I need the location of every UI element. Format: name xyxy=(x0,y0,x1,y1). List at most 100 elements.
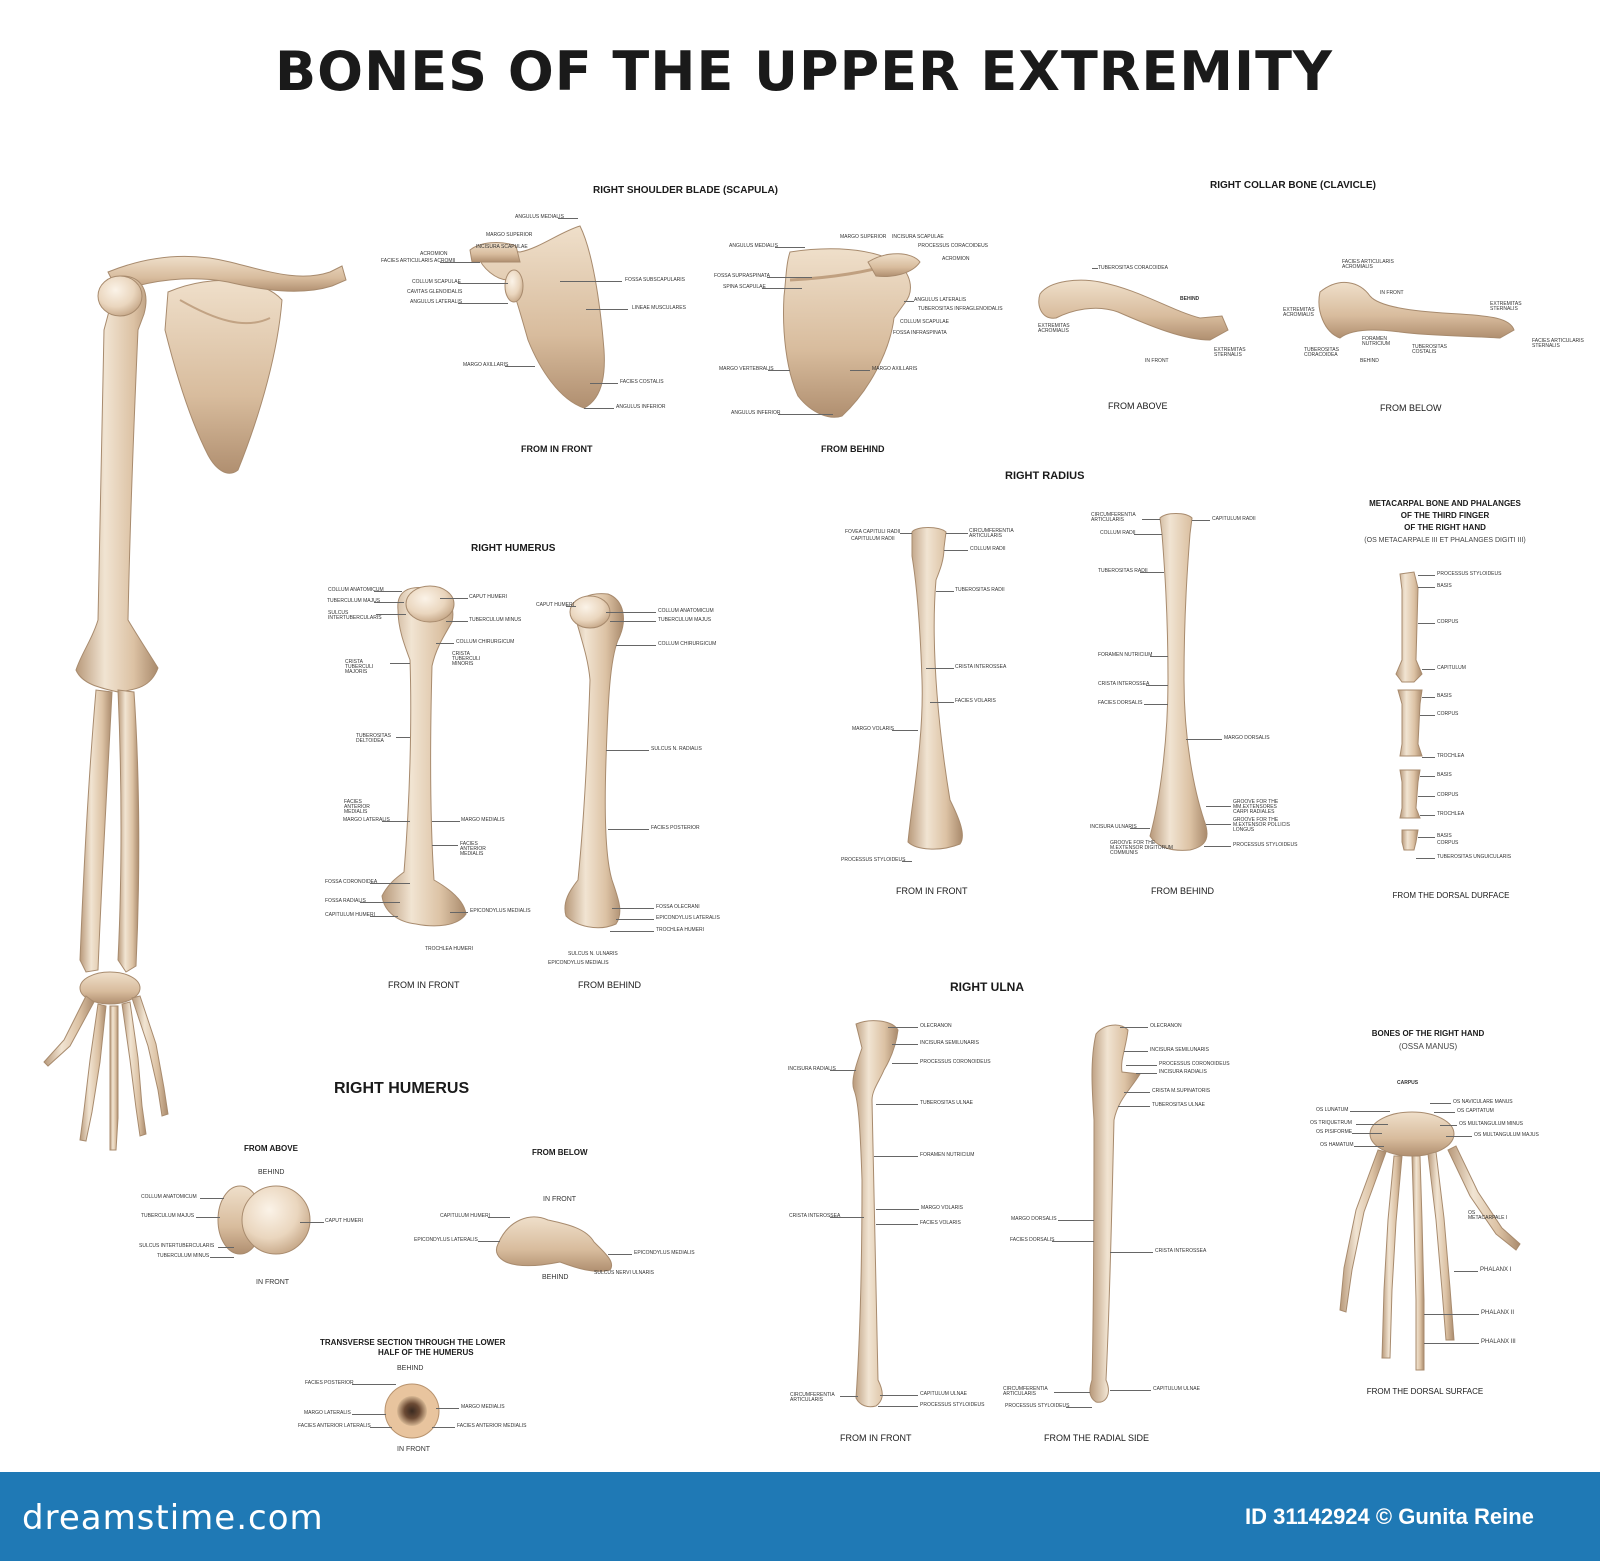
label-in-front-sec: IN FRONT xyxy=(397,1446,431,1453)
hand-subheading: (OSSA MANUS) xyxy=(1398,1042,1458,1051)
label-sulcus-n-radialis: SULCUS N. RADIALIS xyxy=(651,746,702,752)
full-arm-skeleton xyxy=(43,255,347,1151)
label-facies-costalis: FACIES COSTALIS xyxy=(620,379,664,385)
finger-heading-line1: METACARPAL BONE AND PHALANGES xyxy=(1369,499,1521,508)
label-epicondylus-medialis-hb: EPICONDYLUS MEDIALIS xyxy=(634,1250,695,1256)
label-caput-humeri-b: CAPUT HUMERI xyxy=(536,602,574,608)
label-trochlea-humeri: TROCHLEA HUMERI xyxy=(425,946,474,952)
label-groove-digitorum: GROOVE FOR THE M.EXTENSOR DIGITORUM COMM… xyxy=(1110,840,1173,856)
label-extremitas-sternalis: EXTREMITAS STERNALIS xyxy=(1214,347,1246,358)
label-sulcus-intertubercularis-ha: SULCUS INTERTUBERCULARIS xyxy=(139,1243,215,1249)
finger-heading-line2: OF THE THIRD FINGER xyxy=(1400,511,1490,520)
label-tuberositas-ulnae-uf: TUBEROSITAS ULNAE xyxy=(920,1100,973,1106)
label-capitulum-humeri: CAPITULUM HUMERI xyxy=(325,912,376,918)
label-os-metacarpale-i: OS METACARPALE I xyxy=(1468,1210,1508,1221)
label-basis-f1: BASIS xyxy=(1437,583,1452,589)
label-facies-anterior-lateralis-sec: FACIES ANTERIOR LATERALIS xyxy=(298,1423,371,1429)
label-fossa-olecrani: FOSSA OLECRANI xyxy=(656,904,700,910)
label-incisura-radialis-ur: INCISURA RADIALIS xyxy=(1159,1069,1207,1075)
label-circumferentia-articularis-ur: CIRCUMFERENTIA ARTICULARIS xyxy=(1003,1386,1048,1397)
label-incisura-semilunaris-ur: INCISURA SEMILUNARIS xyxy=(1150,1047,1209,1053)
label-tuberositas-radii-b: TUBEROSITAS RADII xyxy=(1098,568,1148,574)
label-fossa-infraspinata: FOSSA INFRASPINATA xyxy=(893,330,947,336)
label-capitulum-ulnae-ur: CAPITULUM ULNAE xyxy=(1153,1386,1200,1392)
label-margo-superior-b: MARGO SUPERIOR xyxy=(840,234,887,240)
scapula-front-bone xyxy=(469,225,605,409)
label-foramen-nutricium-uf: FORAMEN NUTRICIUM xyxy=(920,1152,975,1158)
label-collum-scapulae: COLLUM SCAPULAE xyxy=(412,279,461,285)
clavicle-above-caption: FROM ABOVE xyxy=(1108,401,1168,411)
page-title: BONES OF THE UPPER EXTREMITY xyxy=(275,40,1334,103)
label-foramen-nutricium: FORAMEN NUTRICIUM xyxy=(1362,336,1391,347)
label-groove-carpi-radiales: GROOVE FOR THE MM.EXTENSORES CARPI RADIA… xyxy=(1233,799,1279,815)
label-facies-dorsalis-rb: FACIES DORSALIS xyxy=(1098,700,1143,706)
section-heading-line2: HALF OF THE HUMERUS xyxy=(378,1348,474,1357)
label-crista-interossea-rf: CRISTA INTEROSSEA xyxy=(955,664,1007,670)
label-angulus-inferior: ANGULUS INFERIOR xyxy=(616,404,666,410)
footer-site[interactable]: dreamstime.com xyxy=(22,1498,324,1538)
label-corpus-f4: CORPUS xyxy=(1437,840,1459,846)
ulna-radial-bone xyxy=(1089,1024,1141,1403)
label-basis-f3: BASIS xyxy=(1437,772,1452,778)
third-finger-bones xyxy=(1395,571,1423,851)
scapula-heading: RIGHT SHOULDER BLADE (SCAPULA) xyxy=(593,185,778,196)
hand-heading: BONES OF THE RIGHT HAND xyxy=(1371,1029,1485,1038)
label-fossa-radialis: FOSSA RADIALIS xyxy=(325,898,366,904)
label-margo-axillaris: MARGO AXILLARIS xyxy=(463,362,509,368)
label-crista-m-supinatoris: CRISTA M.SUPINATORIS xyxy=(1152,1088,1211,1094)
hand-bones xyxy=(1339,1111,1521,1371)
label-crista-interossea-ur: CRISTA INTEROSSEA xyxy=(1155,1248,1207,1254)
label-crista-tuberculi-minoris: CRISTA TUBERCULI MINORIS xyxy=(452,651,481,667)
label-crista-tuberculi-majoris: CRISTA TUBERCULI MAJORIS xyxy=(345,659,374,675)
label-corpus-f1: CORPUS xyxy=(1437,619,1459,625)
label-capitulum-radii: CAPITULUM RADII xyxy=(851,536,895,542)
clavicle-above-bone xyxy=(1038,279,1229,341)
label-tuberculum-minus: TUBERCULUM MINUS xyxy=(469,617,522,623)
scapula-behind-bone xyxy=(783,248,921,418)
label-collum-radii-b: COLLUM RADII xyxy=(1100,530,1136,536)
ulna-heading: RIGHT ULNA xyxy=(950,980,1024,994)
humerus-above-caption: FROM ABOVE xyxy=(244,1144,298,1153)
label-in-front-hb: IN FRONT xyxy=(543,1196,577,1203)
label-processus-coronoideus-ur: PROCESSUS CORONOIDEUS xyxy=(1159,1061,1230,1067)
label-circumferentia-articularis-uf: CIRCUMFERENTIA ARTICULARIS xyxy=(790,1392,835,1403)
humerus-heading: RIGHT HUMERUS xyxy=(471,543,556,554)
radius-behind-caption: FROM BEHIND xyxy=(1151,886,1214,896)
label-olecranon-ur: OLECRANON xyxy=(1150,1023,1182,1029)
label-facies-articularis-acromialis: FACIES ARTICULARIS ACROMIALIS xyxy=(1342,259,1394,270)
humerus-below-bone xyxy=(495,1216,612,1272)
radius-behind-bone xyxy=(1149,513,1208,851)
label-acromion-b: ACROMION xyxy=(942,256,970,262)
label-facies-volaris-uf: FACIES VOLARIS xyxy=(920,1220,961,1226)
label-facies-anterior-medialis-f: FACIES ANTERIOR MEDIALIS xyxy=(344,799,370,815)
label-tuberositas-unguicularis: TUBEROSITAS UNGUICULARIS xyxy=(1437,854,1512,860)
section-heading-line1: TRANSVERSE SECTION THROUGH THE LOWER xyxy=(320,1338,506,1347)
label-in-front-clav2: IN FRONT xyxy=(1380,290,1404,296)
label-circumferentia-articularis-rf: CIRCUMFERENTIA ARTICULARIS xyxy=(969,528,1014,539)
label-tuberositas-infraglenoidalis: TUBEROSITAS INFRAGLENOIDALIS xyxy=(918,306,1003,312)
label-angulus-medialis-b: ANGULUS MEDIALIS xyxy=(729,243,778,249)
label-processus-styloideus-rf: PROCESSUS STYLOIDEUS xyxy=(841,857,906,863)
label-extremitas-sternalis-2: EXTREMITAS STERNALIS xyxy=(1490,301,1522,312)
label-processus-styloideus-ur: PROCESSUS STYLOIDEUS xyxy=(1005,1403,1070,1409)
label-os-pisiforme: OS PISIFORME xyxy=(1316,1129,1353,1135)
label-spina-scapulae: SPINA SCAPULAE xyxy=(723,284,766,290)
label-collum-chirurgicum: COLLUM CHIRURGICUM xyxy=(456,639,515,645)
label-processus-styloideus-rb: PROCESSUS STYLOIDEUS xyxy=(1233,842,1298,848)
label-margo-volaris: MARGO VOLARIS xyxy=(852,726,894,732)
clavicle-heading: RIGHT COLLAR BONE (CLAVICLE) xyxy=(1210,180,1376,191)
label-fossa-supraspinata: FOSSA SUPRASPINATA xyxy=(714,273,770,279)
label-angulus-medialis: ANGULUS MEDIALIS xyxy=(515,214,564,220)
clavicle-below-bone xyxy=(1318,282,1515,339)
label-collum-chirurgicum-b: COLLUM CHIRURGICUM xyxy=(658,641,717,647)
label-processus-styloideus-uf: PROCESSUS STYLOIDEUS xyxy=(920,1402,985,1408)
label-sulcus-n-ulnaris: SULCUS N. ULNARIS xyxy=(568,951,618,957)
label-tuberculum-majus-ha: TUBERCULUM MAJUS xyxy=(141,1213,195,1219)
label-tuberculum-minus-ha: TUBERCULUM MINUS xyxy=(157,1253,210,1259)
label-margo-dorsalis-ur: MARGO DORSALIS xyxy=(1011,1216,1057,1222)
hand-caption: FROM THE DORSAL SURFACE xyxy=(1366,1387,1484,1396)
label-margo-volaris-uf: MARGO VOLARIS xyxy=(921,1205,963,1211)
label-sulcus-intertubercularis: SULCUS INTERTUBERCULARIS xyxy=(328,610,382,621)
label-facies-posterior-sec: FACIES POSTERIOR xyxy=(305,1380,354,1386)
humerus-behind-bone xyxy=(564,593,624,929)
